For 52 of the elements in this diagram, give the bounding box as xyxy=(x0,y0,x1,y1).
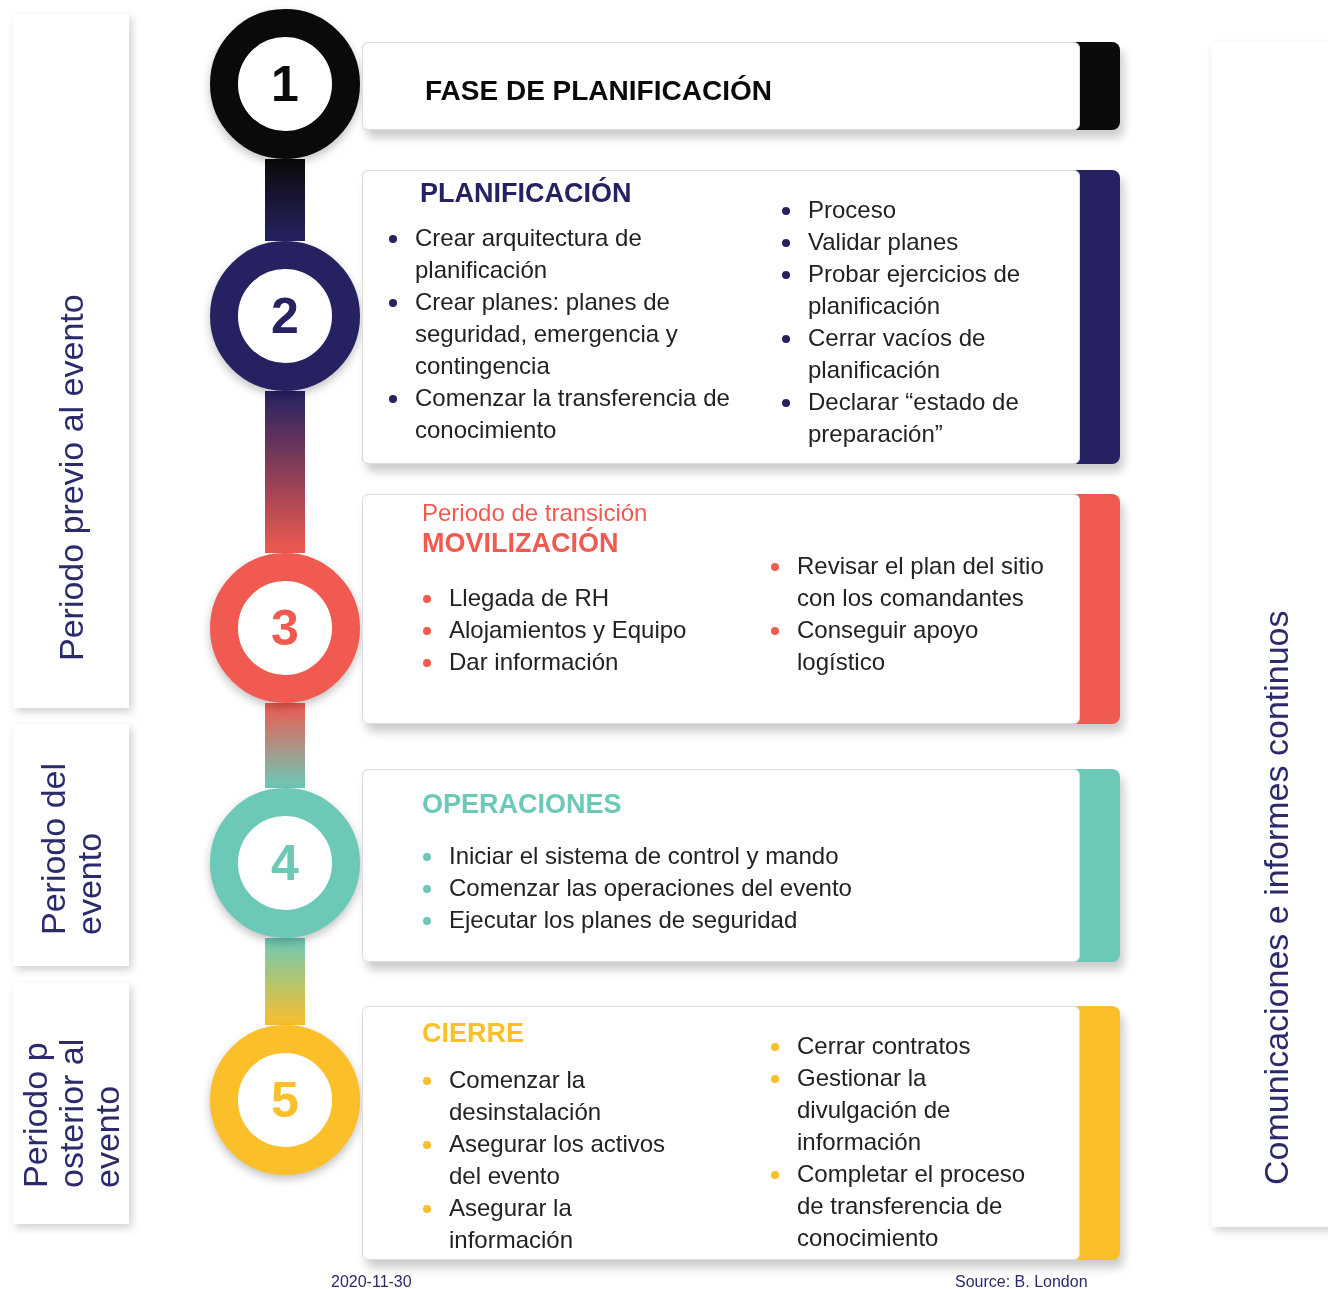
bullet-text: Revisar el plan del sitio con los comandantes xyxy=(797,552,1044,611)
bullet-text: Asegurar los activos del evento xyxy=(449,1130,666,1189)
phase-heading: PLANIFICACIÓN xyxy=(420,178,632,209)
period-band xyxy=(1211,42,1328,1227)
period-band xyxy=(13,724,129,966)
period-label: Periodo del evento xyxy=(35,762,107,935)
step-number: 5 xyxy=(271,1075,299,1125)
phase-heading: MOVILIZACIÓN xyxy=(422,528,619,559)
bullet-text: Gestionar la divulgación de información xyxy=(797,1064,951,1155)
phase-card xyxy=(362,494,1120,724)
bullet-text: Conseguir apoyo logístico xyxy=(797,616,979,675)
bullet-text: Cerrar vacíos de planificación xyxy=(808,324,986,383)
bullet-text: Comenzar la desinstalación xyxy=(449,1066,602,1125)
bullet-text: Declarar “estado de preparación” xyxy=(808,388,1019,447)
timeline-connector xyxy=(265,703,305,788)
bullet-text: Comenzar las operaciones del evento xyxy=(449,874,852,901)
bullet-text: Comenzar la transferencia de conocimiento xyxy=(415,384,730,443)
phase-card xyxy=(362,1006,1120,1260)
bullet-text: Cerrar contratos xyxy=(797,1032,971,1059)
timeline-connector xyxy=(265,159,305,241)
bullet-text: Iniciar el sistema de control y mando xyxy=(449,842,839,869)
period-label: Periodo p osterior al evento xyxy=(17,1037,125,1188)
step-number: 2 xyxy=(271,291,299,341)
date-label: 2020-11-30 xyxy=(331,1273,412,1289)
phase-card xyxy=(362,42,1120,130)
bullet-text: Dar información xyxy=(449,648,619,675)
period-band xyxy=(13,14,129,708)
bullet-text: Probar ejercicios de planificación xyxy=(808,260,1021,319)
bullet-text: Alojamientos y Equipo xyxy=(449,616,687,643)
bullet-text: Asegurar la información xyxy=(449,1194,574,1253)
source-label: Source: B. London xyxy=(955,1273,1088,1289)
bullet-text: Ejecutar los planes de seguridad xyxy=(449,906,798,933)
period-band xyxy=(13,983,129,1224)
phase-subtitle: Periodo de transición xyxy=(422,499,648,527)
step-number: 1 xyxy=(271,59,299,109)
phase-heading: CIERRE xyxy=(422,1018,524,1049)
step-number: 4 xyxy=(271,838,299,888)
bullet-text: Llegada de RH xyxy=(449,584,610,611)
bullet-text: Crear arquitectura de planificación xyxy=(415,224,642,283)
phase-title: FASE DE PLANIFICACIÓN xyxy=(425,75,772,107)
timeline-connector xyxy=(265,938,305,1025)
step-number: 3 xyxy=(271,603,299,653)
timeline-connector xyxy=(265,391,305,553)
bullet-text: Crear planes: planes de seguridad, emergencia y contingencia xyxy=(415,288,678,379)
period-label: Comunicaciones e informes continuos xyxy=(1258,609,1294,1185)
period-label: Periodo previo al evento xyxy=(53,293,89,661)
phase-heading: OPERACIONES xyxy=(422,789,622,820)
bullet-text: Completar el proceso de transferencia de conocimiento xyxy=(797,1160,1026,1251)
bullet-text: Proceso xyxy=(808,196,897,223)
bullet-text: Validar planes xyxy=(808,228,959,255)
phase-card xyxy=(362,170,1120,464)
phase-card xyxy=(362,769,1120,962)
